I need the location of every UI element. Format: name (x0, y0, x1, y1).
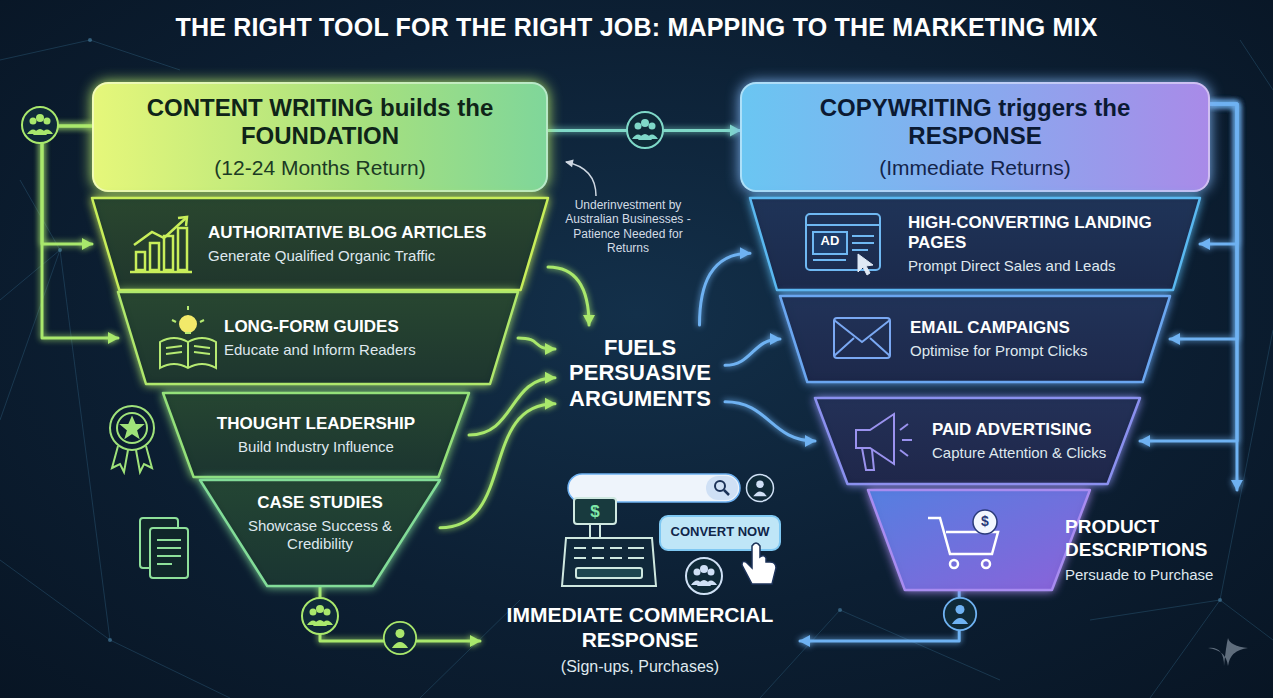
content-funnel-band: CASE STUDIES Showcase Success & Credibili… (200, 480, 440, 586)
text-group: EMAIL CAMPAIGNS Optimise for Prompt Click… (910, 318, 1130, 360)
documents-icon (140, 518, 188, 578)
text-group: FUELS PERSUASIVE ARGUMENTS (555, 335, 725, 411)
node-heading: CONTENT WRITING builds the FOUNDATION (112, 94, 528, 152)
node-heading: AUTHORITATIVE BLOG ARTICLES (208, 223, 530, 243)
band-outline (815, 398, 1140, 484)
response-box: COPYWRITING triggers the RESPONSE (Immedi… (740, 82, 1210, 192)
currency-symbol: $ (973, 513, 997, 529)
people-icon (302, 598, 338, 634)
ad-window-icon (806, 214, 880, 275)
node-subtitle: Showcase Success & Credibility (230, 517, 410, 553)
band-outline (163, 393, 469, 477)
connector-arrow (725, 339, 780, 365)
icon-text: AD (813, 234, 847, 249)
text-group: PRODUCT DESCRIPTIONS Persuade to Purchase (1065, 516, 1240, 584)
central-statement: FUELS PERSUASIVE ARGUMENTS (555, 325, 725, 421)
node-heading: PAID ADVERTISING (932, 420, 1126, 440)
connector-arrow (700, 253, 751, 325)
node-subtitle: Educate and Inform Readers (224, 341, 494, 359)
node-subtitle: Persuade to Purchase (1065, 566, 1240, 584)
copy-funnel-tip: PRODUCT DESCRIPTIONS Persuade to Purchase (868, 490, 1248, 590)
node-heading: LONG-FORM GUIDES (224, 317, 494, 337)
node-subtitle: Build Industry Influence (191, 438, 441, 456)
book-icon (160, 306, 216, 368)
node-subtitle: (12-24 Months Return) (112, 155, 528, 180)
node-heading: FUELS PERSUASIVE ARGUMENTS (555, 335, 725, 411)
text-group: LONG-FORM GUIDES Educate and Inform Reade… (224, 317, 494, 359)
convert-button (660, 516, 780, 550)
text-group: IMMEDIATE COMMERCIAL RESPONSE (Sign-ups, … (480, 602, 800, 676)
node-heading: THOUGHT LEADERSHIP (191, 414, 441, 434)
chart-icon (130, 217, 192, 272)
node-subtitle: Capture Attention & Clicks (932, 444, 1126, 462)
people-icon (686, 558, 722, 594)
text-group: THOUGHT LEADERSHIP Build Industry Influen… (191, 414, 441, 456)
hand-cursor (742, 543, 776, 584)
node-subtitle: Prompt Direct Sales and Leads (908, 257, 1170, 275)
copy-funnel-band: EMAIL CAMPAIGNS Optimise for Prompt Click… (780, 296, 1170, 382)
envelope-icon (834, 318, 890, 358)
node-subtitle: Optimise for Prompt Clicks (910, 342, 1130, 360)
node-heading: CASE STUDIES (230, 493, 410, 513)
annotation-note: Underinvestment by Australian Businesses… (552, 198, 704, 256)
cash-register (562, 498, 656, 586)
node-subtitle: (Immediate Returns) (760, 155, 1190, 180)
connector-arrow (1210, 104, 1237, 490)
outcome-statement: IMMEDIATE COMMERCIAL RESPONSE (Sign-ups, … (480, 598, 800, 684)
text-group: PAID ADVERTISING Capture Attention & Clic… (932, 420, 1126, 462)
connector-arrow (518, 338, 555, 349)
badge-icon (110, 406, 154, 472)
connector-arrow (800, 590, 959, 641)
currency-symbol: $ (574, 502, 616, 522)
text-group: CASE STUDIES Showcase Success & Credibili… (230, 493, 410, 553)
people-icon (627, 112, 663, 148)
person-icon (384, 622, 416, 654)
connector-arrow (42, 126, 92, 244)
text-group: AUTHORITATIVE BLOG ARTICLES Generate Qual… (208, 223, 530, 265)
cart-icon (928, 510, 998, 568)
copy-funnel-band: PAID ADVERTISING Capture Attention & Clic… (815, 398, 1140, 484)
node-subtitle: Generate Qualified Organic Traffic (208, 247, 530, 265)
connector-arrow (548, 267, 589, 325)
people-icon (22, 107, 58, 143)
node-subtitle: (Sign-ups, Purchases) (480, 657, 800, 676)
content-funnel-band: AUTHORITATIVE BLOG ARTICLES Generate Qual… (92, 198, 548, 290)
node-heading: EMAIL CAMPAIGNS (910, 318, 1130, 338)
text-group: HIGH-CONVERTING LANDING PAGES Prompt Dire… (908, 213, 1170, 276)
node-heading: COPYWRITING triggers the RESPONSE (760, 94, 1190, 152)
person-icon (747, 475, 774, 502)
foundation-box: CONTENT WRITING builds the FOUNDATION (12… (92, 82, 548, 192)
text-group: COPYWRITING triggers the RESPONSE (Immedi… (760, 94, 1190, 181)
connector-arrow (725, 402, 815, 441)
diagram-title: THE RIGHT TOOL FOR THE RIGHT JOB: MAPPIN… (0, 13, 1273, 42)
node-heading: IMMEDIATE COMMERCIAL RESPONSE (480, 602, 800, 652)
node-heading: PRODUCT DESCRIPTIONS (1065, 516, 1240, 562)
text-group: CONTENT WRITING builds the FOUNDATION (12… (112, 94, 528, 181)
button-text: CONVERT NOW (660, 525, 780, 540)
content-funnel-band: THOUGHT LEADERSHIP Build Industry Influen… (163, 393, 469, 477)
megaphone-icon (856, 414, 912, 470)
node-heading: HIGH-CONVERTING LANDING PAGES (908, 213, 1170, 254)
person-icon (944, 598, 976, 630)
band-outline (780, 296, 1170, 382)
sparkle-mark (1208, 638, 1248, 666)
band-outline (92, 198, 548, 290)
leader-arrow (566, 162, 596, 196)
